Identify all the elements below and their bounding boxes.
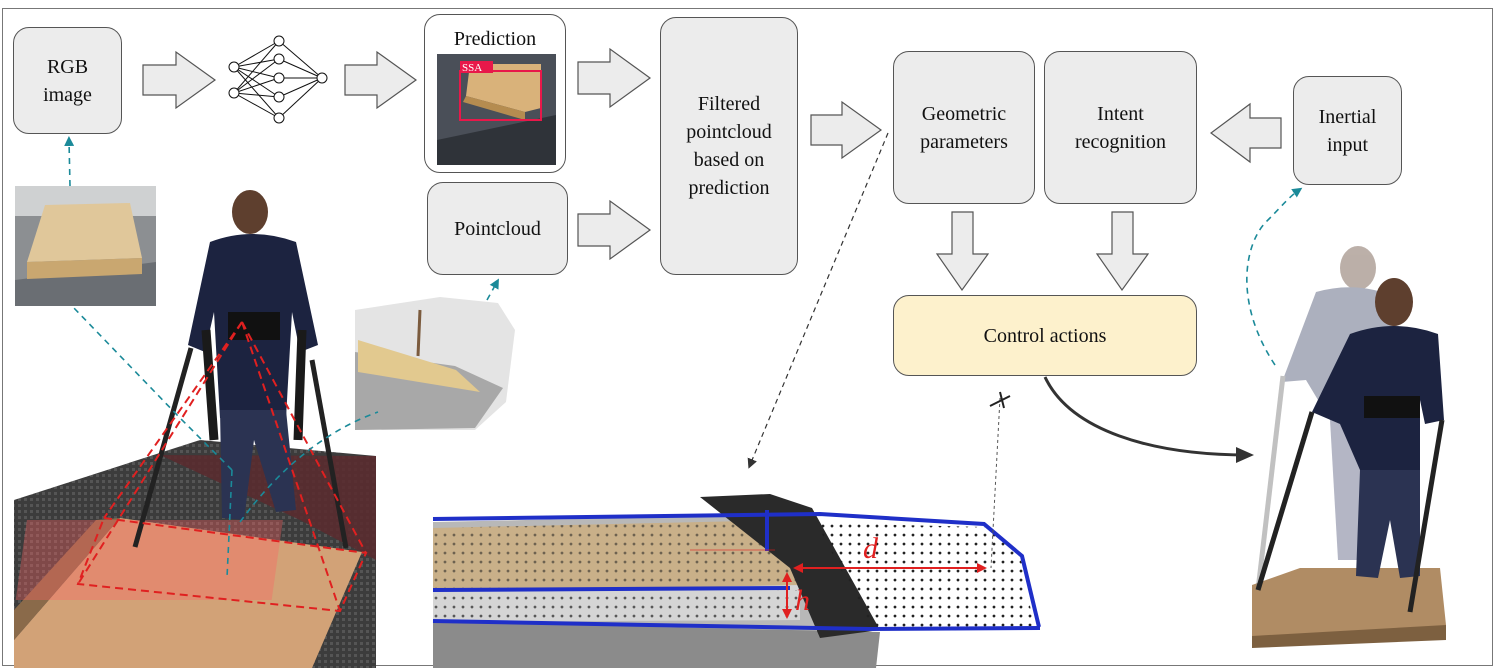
- block-arrow-rgb-to-nn: [142, 50, 217, 110]
- block-arrow-filtered-to-geometric: [810, 100, 883, 160]
- height-label: h: [795, 584, 810, 617]
- filtered-pointcloud-box: Filtered pointcloud based on prediction: [660, 17, 798, 275]
- distance-label: d: [863, 532, 879, 565]
- dashed-arrow-photo-to-rgb: [64, 136, 75, 187]
- rgb-image-box: RGB image: [13, 27, 122, 134]
- geometric-parameters-box: Geometric parameters: [893, 51, 1035, 204]
- dashed-arrow-camera-to-rgb: [71, 305, 233, 471]
- control-actions-box: Control actions: [893, 295, 1197, 376]
- prediction-thumbnail: SSA: [437, 54, 556, 165]
- user-ramp-photo: [14, 190, 376, 668]
- pointcloud-photo: [355, 297, 515, 430]
- block-arrow-inertial-to-intent: [1209, 102, 1282, 164]
- rgb-photo: [15, 186, 156, 306]
- block-arrow-pointcloud-to-filtered: [577, 199, 652, 261]
- neural-network-icon: [228, 35, 328, 124]
- pointcloud-visualization: d h: [432, 391, 1041, 668]
- dashed-arrow-camera-vertical: [226, 469, 233, 579]
- block-arrow-prediction-to-filtered: [577, 47, 652, 109]
- prediction-box: [424, 14, 566, 173]
- block-arrow-geometric-to-control: [935, 211, 990, 292]
- prediction-tag: SSA: [462, 62, 482, 74]
- inertial-input-box: Inertial input: [1293, 76, 1402, 185]
- dashed-arrow-exo-to-inertial: [1246, 187, 1303, 366]
- dashed-arrow-geometric-to-pointcloud: [747, 132, 889, 469]
- projection-highlight: [15, 520, 283, 600]
- block-arrow-nn-to-prediction: [344, 50, 418, 110]
- pointcloud-box: Pointcloud: [427, 182, 568, 275]
- intent-recognition-box: Intent recognition: [1044, 51, 1197, 204]
- block-arrow-intent-to-control: [1095, 211, 1150, 292]
- dashed-arrow-photo-to-pointcloud: [486, 278, 499, 301]
- camera-projection: [76, 321, 368, 613]
- curved-arrow-control-to-exo: [1043, 376, 1254, 463]
- exoskeleton-photo: [1252, 246, 1446, 648]
- prediction-label: Prediction: [453, 28, 537, 50]
- dashed-arrow-to-pointcloud: [239, 411, 379, 523]
